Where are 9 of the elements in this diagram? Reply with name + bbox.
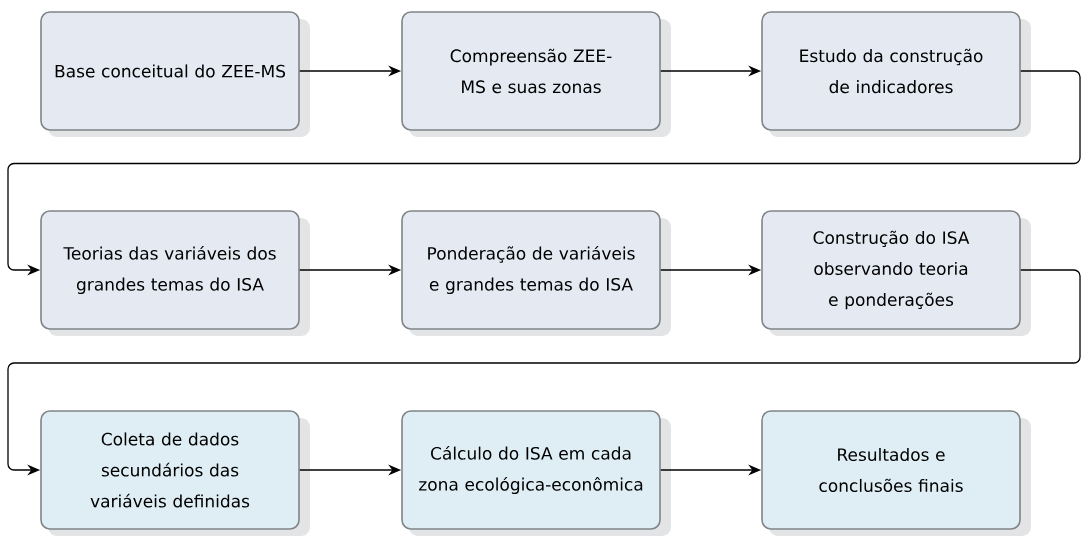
process-box: Base conceitual do ZEE-MS xyxy=(40,11,300,131)
process-box: Construção do ISA observando teoria e ponderações xyxy=(761,210,1021,330)
process-box: Compreensão ZEE-MS e suas zonas xyxy=(401,11,661,131)
process-box: Teorias das variáveis dos grandes temas do ISA xyxy=(40,210,300,330)
process-box: Resultados e conclusões finais xyxy=(761,410,1021,530)
process-box: Cálculo do ISA em cada zona ecológica-econômica xyxy=(401,410,661,530)
process-box: Estudo da construção de indicadores xyxy=(761,11,1021,131)
process-box: Ponderação de variáveis e grandes temas do ISA xyxy=(401,210,661,330)
process-box: Coleta de dados secundários das variáveis definidas xyxy=(40,410,300,530)
